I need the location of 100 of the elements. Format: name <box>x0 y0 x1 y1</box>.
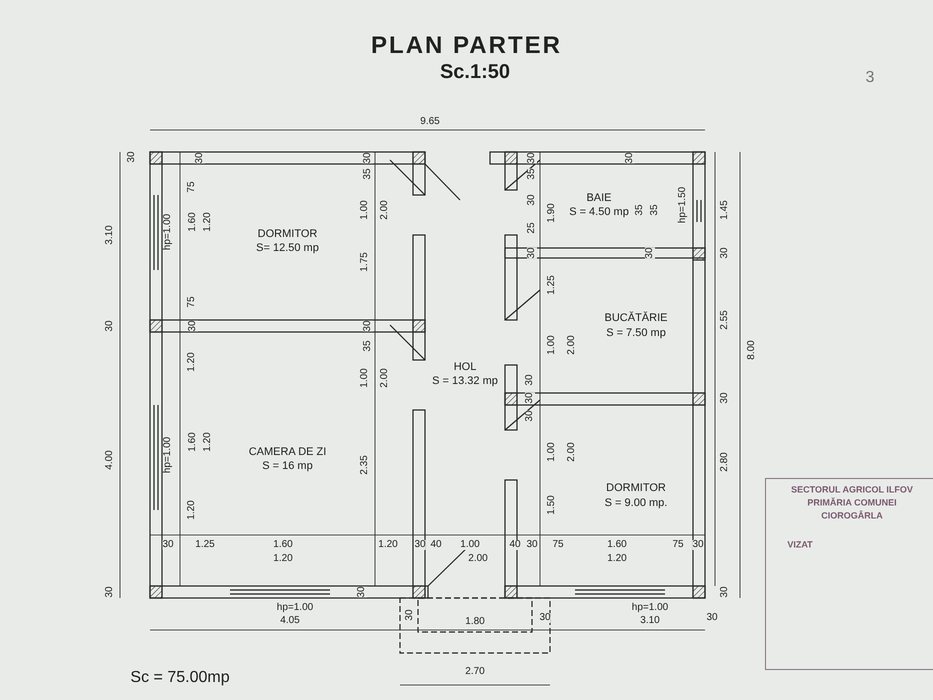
dimension-label: hp=1.00 <box>163 214 173 250</box>
dimension-label: hp=1.50 <box>678 186 688 224</box>
dimension-label: 30 <box>357 586 367 598</box>
dimension-label: 3.10 <box>105 225 115 245</box>
dimension-label: 1.00 <box>547 335 557 355</box>
dimension-label: 4.05 <box>280 616 300 626</box>
dimension-label: 1.20 <box>203 212 213 232</box>
dimension-label: 30 <box>539 613 551 623</box>
room-area: S = 16 mp <box>262 459 313 474</box>
dimension-label: 1.00 <box>360 200 370 220</box>
dimension-label: 30 <box>625 152 635 164</box>
dimension-label: 1.60 <box>607 540 627 550</box>
room-area: S= 12.50 mp <box>256 241 319 256</box>
dimension-label: 30 <box>105 320 115 332</box>
room-name: HOL <box>454 360 476 374</box>
dimension-label: 1.25 <box>195 540 215 550</box>
dimension-label: hp=1.00 <box>276 603 314 613</box>
stamp-text: SECTORUL AGRICOL ILFOV <box>791 486 913 494</box>
room-name: BUCĂTĂRIE <box>604 311 668 326</box>
dimension-label: 3.10 <box>640 616 660 626</box>
dimension-label: 30 <box>363 320 373 332</box>
dimension-label: 30 <box>414 540 426 550</box>
dimension-label: 1.20 <box>203 432 213 452</box>
dimension-label: 1.60 <box>188 212 198 232</box>
page-number: 3 <box>866 70 874 86</box>
dimension-label: 1.20 <box>378 540 398 550</box>
dimension-label: 30 <box>525 392 535 404</box>
dimension-label: 30 <box>405 609 415 621</box>
room-name: BAIE <box>586 190 612 205</box>
dimension-label: 2.00 <box>567 335 577 355</box>
dimension-label: 30 <box>692 540 704 550</box>
dimension-label: 30 <box>527 194 537 206</box>
stamp-text: CIOROGÂRLA <box>821 512 883 520</box>
dimension-label: 2.55 <box>720 310 730 330</box>
room-name: DORMITOR <box>606 481 666 496</box>
dimension-label: 1.20 <box>187 352 197 372</box>
dimension-label: 35 <box>363 168 373 180</box>
dimension-label: 1.20 <box>273 554 293 564</box>
dimension-label: 30 <box>720 586 730 598</box>
dimension-label: 1.90 <box>547 203 557 223</box>
dimension-label: 30 <box>162 540 174 550</box>
title: PLAN PARTER <box>370 32 563 60</box>
dimension-label: 2.00 <box>380 200 390 220</box>
dimension-label: 1.25 <box>547 275 557 295</box>
dimension-label: 30 <box>527 247 537 259</box>
dimension-label: 75 <box>187 296 197 308</box>
dimension-label: 1.20 <box>607 554 627 564</box>
room-name: DORMITOR <box>258 226 318 241</box>
dimension-label: 35 <box>635 204 645 216</box>
dimension-label: 1.00 <box>360 368 370 388</box>
dimension-label: 75 <box>672 540 684 550</box>
room-name: CAMERA DE ZI <box>248 444 326 459</box>
dimension-label: 1.20 <box>187 500 197 520</box>
dimension-label: 75 <box>187 181 197 193</box>
room-area: S = 4.50 mp <box>569 205 629 220</box>
dimension-label: 1.75 <box>360 252 370 272</box>
dimension-label: 35 <box>363 340 373 352</box>
dimension-label: 2.35 <box>360 455 370 475</box>
area-note: Sc = 75.00mp <box>130 670 230 686</box>
dimension-label: 35 <box>650 204 660 216</box>
dimension-label: 75 <box>552 540 564 550</box>
dimension-label: 40 <box>509 540 521 550</box>
dimension-label: 2.70 <box>465 667 485 677</box>
dimension-label: 30 <box>127 151 137 163</box>
dimension-label: 9.65 <box>420 117 440 127</box>
dimension-label: 30 <box>195 152 205 164</box>
dimension-label: 30 <box>525 374 535 386</box>
dimension-label: 1.60 <box>273 540 293 550</box>
stamp-text: VIZAT <box>787 540 813 550</box>
dimension-label: 30 <box>525 410 535 422</box>
dimension-label: 30 <box>527 152 537 164</box>
dimension-label: 35 <box>527 168 537 180</box>
dimension-label: 30 <box>188 320 198 332</box>
dimension-label: 1.00 <box>547 442 557 462</box>
dimension-label: 30 <box>363 152 373 164</box>
dimension-label: 8.00 <box>747 340 757 360</box>
room-area: S = 7.50 mp <box>606 326 666 340</box>
dimension-label: 2.00 <box>468 554 488 564</box>
stamp-text: PRIMĂRIA COMUNEI <box>807 498 897 508</box>
dimension-label: 1.60 <box>188 432 198 452</box>
dimension-label: 1.00 <box>460 540 480 550</box>
dimension-label: 4.00 <box>105 450 115 470</box>
dimension-label: 30 <box>720 392 730 404</box>
dimension-label: 1.45 <box>720 200 730 220</box>
dimension-label: 30 <box>645 247 655 259</box>
dimension-label: 1.50 <box>547 495 557 515</box>
dimension-label: 30 <box>526 540 538 550</box>
dimension-label: 2.00 <box>380 368 390 388</box>
dimension-label: 30 <box>105 586 115 598</box>
room-area: S = 9.00 mp. <box>604 496 668 510</box>
scale-label: Sc.1:50 <box>440 62 510 82</box>
dimension-label: 30 <box>706 613 718 623</box>
room-area: S = 13.32 mp <box>432 374 498 388</box>
dimension-label: 1.80 <box>465 617 485 627</box>
dimension-label: hp=1.00 <box>632 603 668 613</box>
dimension-label: 40 <box>430 540 442 550</box>
dimension-label: 2.00 <box>567 442 577 462</box>
dimension-label: 2.80 <box>720 452 730 472</box>
dimension-label: 25 <box>527 222 537 234</box>
dimension-label: 30 <box>720 247 730 259</box>
